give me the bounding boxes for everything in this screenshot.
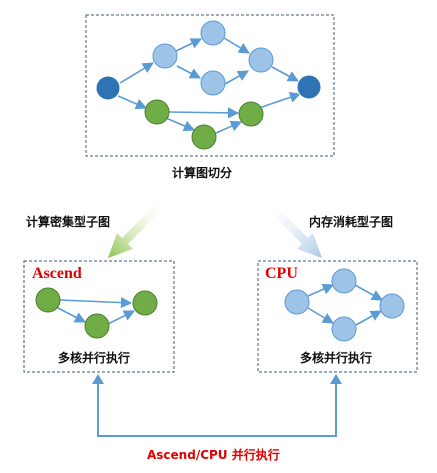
graph-node [331,268,357,294]
ascend-title: Ascend [32,265,82,282]
edge [355,310,382,326]
graph-node [284,289,310,315]
edge [307,283,335,297]
full-graph-edges [117,37,302,134]
edge [258,91,302,109]
graph-node [152,43,178,69]
cpu-graph-nodes [284,268,405,342]
connector-arrowhead-left [92,374,104,384]
graph-node [379,293,405,319]
right-split-arrow [264,200,322,258]
graph-node [238,101,264,127]
full-graph-nodes [95,20,322,150]
cpu-title: CPU [265,265,298,282]
ascend-caption: 多核并行执行 [58,351,131,365]
graph-node [84,313,110,339]
edge [165,117,196,132]
ascend-graph-edges [55,296,136,325]
edge [215,120,243,134]
edge [224,70,249,85]
edge [176,65,201,79]
sink-node [296,74,322,100]
graph-node [200,20,226,46]
edge [271,66,299,82]
cpu-caption: 多核并行执行 [300,351,373,365]
parallel-execution-caption: Ascend/CPU 并行执行 [147,448,280,462]
graph-node [248,47,274,73]
edge [117,95,148,110]
edge [175,38,203,52]
edge [59,296,133,309]
left-split-arrow [108,200,166,258]
connector-arrowhead-right [330,374,342,384]
graph-node [331,316,357,342]
cpu-graph-edges [307,283,383,326]
edge [107,310,136,325]
graph-node [35,287,61,313]
graph-node [191,124,217,150]
ascend-box [23,260,175,373]
edge [119,62,154,84]
memory-intensive-label: 内存消耗型子图 [309,215,394,229]
edge [354,284,383,301]
edge [223,37,250,54]
graph-node [200,70,226,96]
graph-node [132,290,158,316]
compute-intensive-label: 计算密集型子图 [26,215,111,229]
full-graph-box [85,14,335,157]
graph-partition-caption: 计算图切分 [172,166,233,180]
edge [168,107,240,119]
source-node [95,75,121,101]
parallel-connector [97,378,337,437]
ascend-graph-nodes [35,287,158,339]
edge [307,307,334,324]
connector-line [97,378,337,437]
graph-node [144,99,170,125]
edge [55,306,86,323]
